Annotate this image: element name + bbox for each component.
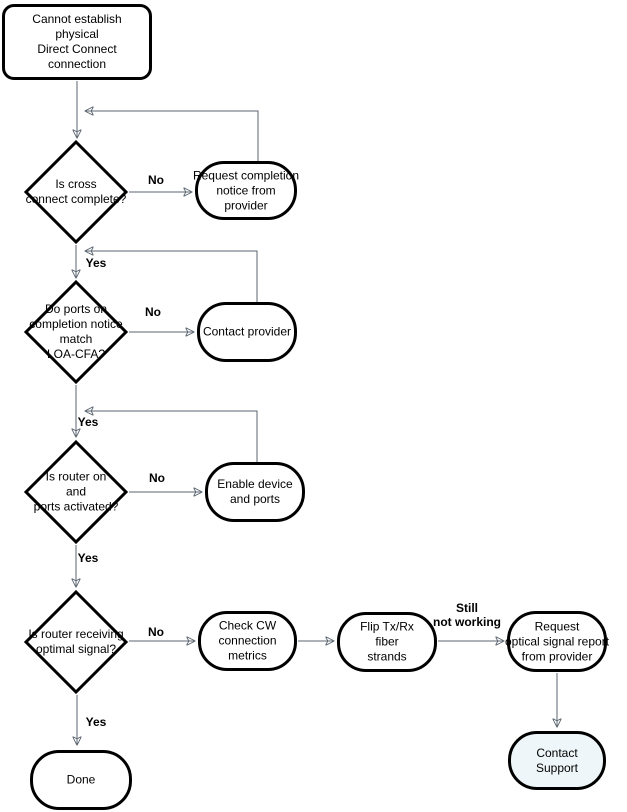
edge-label-no-1: No [148,173,164,187]
edge-label-yes-2: Yes [77,415,99,429]
decision-router-on: Is router on and ports activated? [23,439,129,545]
decision-ports-match-label: Do ports on completion notice match LOA-… [29,302,123,361]
decision-cross-connect-label: Is cross connect complete? [25,177,127,206]
diamond-shape [23,279,129,385]
decision-router-on-label: Is router on and ports activated? [33,469,119,514]
diamond-shape [23,439,129,545]
edge-loop-enable-device [86,411,258,463]
edge-label-yes-3: Yes [77,551,99,565]
node-check-cw-metrics: Check CW connection metrics [198,611,297,671]
node-flip-fiber-label: Flip Tx/Rx fiber strands [360,619,414,664]
node-start: Cannot establish physical Direct Connect… [2,4,152,80]
node-contact-support: Contact Support [508,731,606,790]
edge-label-yes-4: Yes [85,715,107,729]
node-enable-device: Enable device and ports [205,462,305,522]
edge-loop-request-completion [86,111,259,162]
edge-label-yes-1: Yes [85,256,107,270]
decision-optimal-signal: Is router receiving optimal signal? [23,589,129,695]
edge-loop-contact-provider [86,251,258,303]
edge-label-no-3: No [149,471,165,485]
node-start-label: Cannot establish physical Direct Connect… [32,12,122,71]
node-done: Done [30,750,132,810]
node-check-cw-metrics-label: Check CW connection metrics [218,618,277,663]
node-request-completion: Request completion notice from provider [193,161,299,220]
node-contact-support-label: Contact Support [535,745,579,775]
node-flip-fiber: Flip Tx/Rx fiber strands [337,612,437,672]
decision-cross-connect: Is cross connect complete? [23,139,129,245]
node-request-optical-report: Request optical signal report from provi… [505,611,609,672]
edge-label-no-4: No [148,625,164,639]
node-request-completion-label: Request completion notice from provider [192,168,300,212]
node-enable-device-label: Enable device and ports [217,477,293,506]
edge-label-still-not-working: Still not working [433,601,501,629]
node-done-label: Done [66,772,96,787]
node-request-optical-report-label: Request optical signal report from provi… [504,619,610,663]
decision-ports-match: Do ports on completion notice match LOA-… [23,279,129,385]
decision-optimal-signal-label: Is router receiving optimal signal? [28,627,124,656]
node-contact-provider: Contact provider [197,302,297,362]
diamond-shape [23,139,129,245]
diamond-shape [23,589,129,695]
edge-label-no-2: No [145,305,161,319]
node-contact-provider-label: Contact provider [202,324,292,339]
